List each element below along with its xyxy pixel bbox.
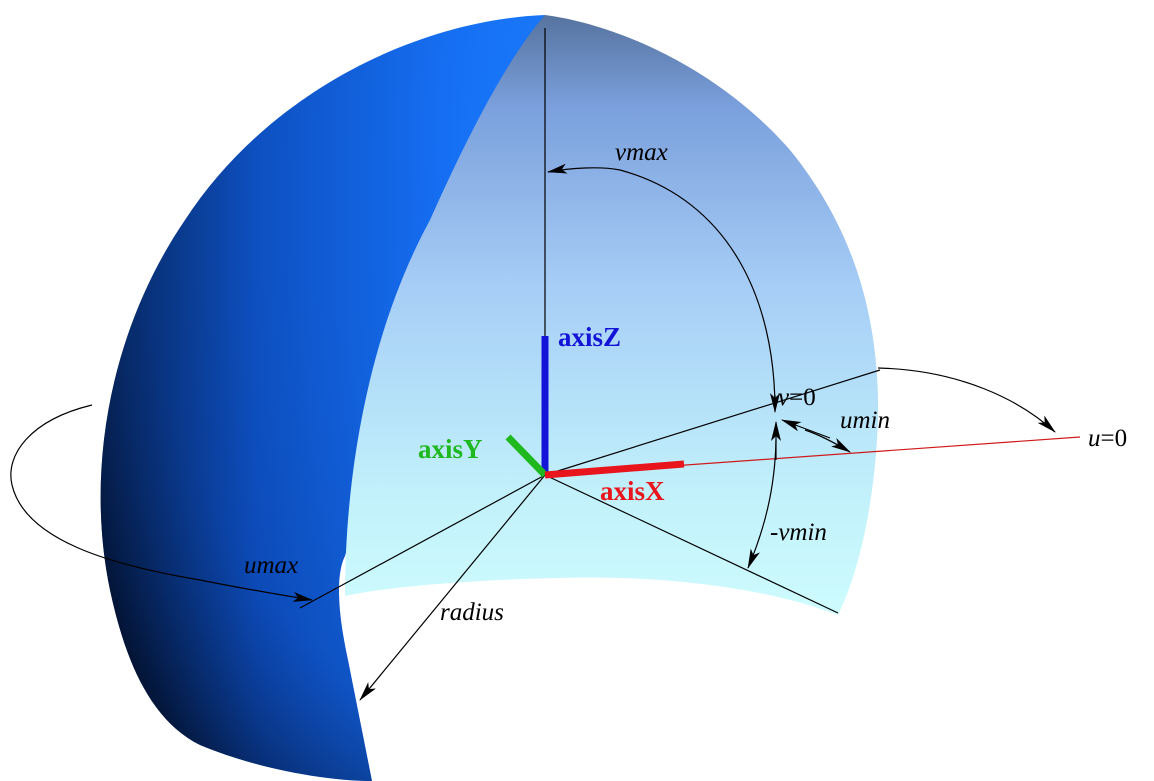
sphere-outer-shading [100,15,545,781]
v0-label: v=0 [778,384,816,411]
v0-equator-line [544,369,881,476]
radius-label: radius [440,599,504,626]
umax-loop-arc [10,404,313,602]
axis-x-label: axisX [600,476,665,506]
vmax-label: vmax [615,139,668,166]
umax-label: umax [244,552,298,579]
umin-arc [804,429,851,453]
umin-arrow-back [781,419,831,439]
vmin-arc [747,439,777,569]
umin-label: umin [840,407,890,434]
axis-y-line [505,434,548,478]
radius-line [359,474,546,701]
vmin-line [544,474,839,614]
v0-var: v [778,384,790,411]
u0-eq: =0 [1101,425,1128,452]
axis-y-label: axisY [418,434,483,464]
axis-z-label: axisZ [558,322,621,352]
axis-x-line [544,460,685,479]
vmin-label: -vmin [770,519,827,546]
vmax-arrow [547,163,621,174]
u0-var: u [1088,425,1101,452]
umax-line [299,474,546,609]
sphere-inner-surface [345,15,879,615]
u0-label: u=0 [1088,425,1127,452]
v0-eq: =0 [789,384,816,411]
u0-outer-arc [877,367,1056,433]
vmax-arc [619,169,776,411]
